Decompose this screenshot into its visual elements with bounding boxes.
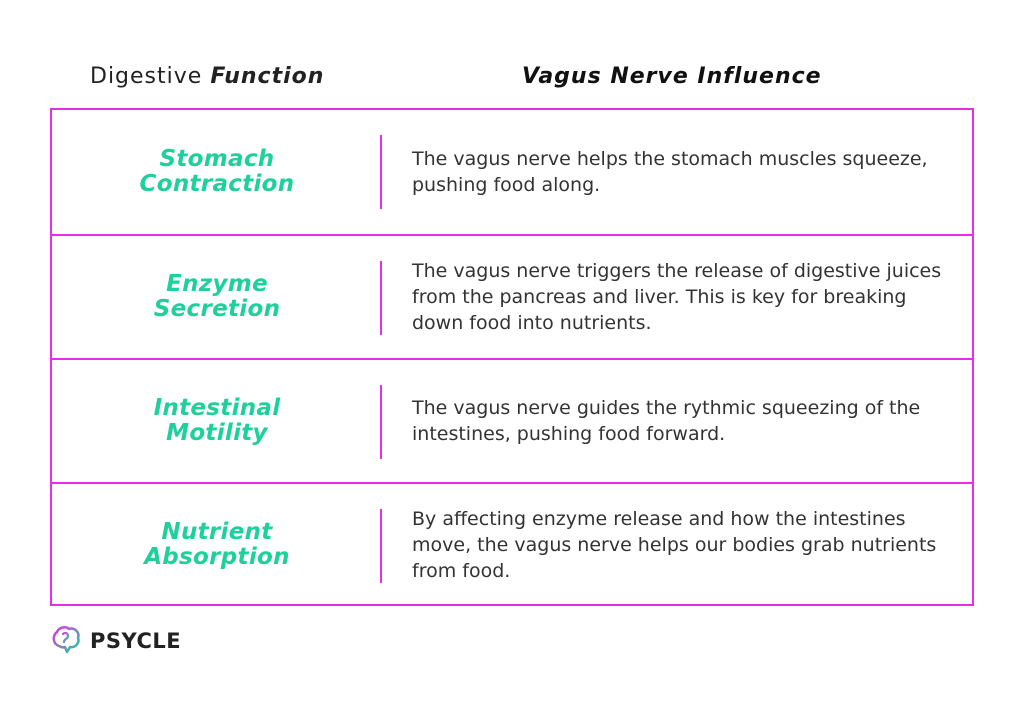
- column-header-vagus-nerve-influence: Vagus Nerve Influence: [522, 64, 822, 89]
- row-label-line: Contraction: [139, 171, 295, 197]
- row-divider: [380, 261, 382, 335]
- row-description-text: The vagus nerve triggers the release of …: [412, 260, 942, 334]
- psycle-logo: PSYCLE: [50, 623, 181, 659]
- column-header-emphasis: Function: [210, 64, 325, 89]
- row-description-text: The vagus nerve guides the rythmic squee…: [412, 397, 921, 445]
- row-divider: [380, 385, 382, 459]
- row-description: The vagus nerve triggers the release of …: [412, 236, 960, 358]
- brain-icon: [50, 623, 82, 659]
- logo-text: PSYCLE: [90, 629, 182, 653]
- row-description: The vagus nerve guides the rythmic squee…: [412, 360, 960, 482]
- row-divider: [380, 135, 382, 209]
- row-description-text: The vagus nerve helps the stomach muscle…: [412, 148, 928, 196]
- row-description: By affecting enzyme release and how the …: [412, 484, 960, 606]
- row-label-line: Absorption: [144, 544, 290, 570]
- row-description: The vagus nerve helps the stomach muscle…: [412, 110, 960, 234]
- row-divider: [380, 509, 382, 583]
- column-header-digestive-function: Digestive Function: [90, 64, 324, 89]
- row-label-line: Enzyme: [166, 271, 268, 297]
- row-label-line: Motility: [166, 420, 268, 446]
- row-label-line: Nutrient: [161, 519, 273, 545]
- row-label-line: Stomach: [159, 146, 275, 172]
- row-label-line: Intestinal: [153, 395, 281, 421]
- row-label-line: Secretion: [153, 296, 281, 322]
- row-description-text: By affecting enzyme release and how the …: [412, 508, 937, 582]
- column-header-plain: Digestive: [90, 64, 211, 89]
